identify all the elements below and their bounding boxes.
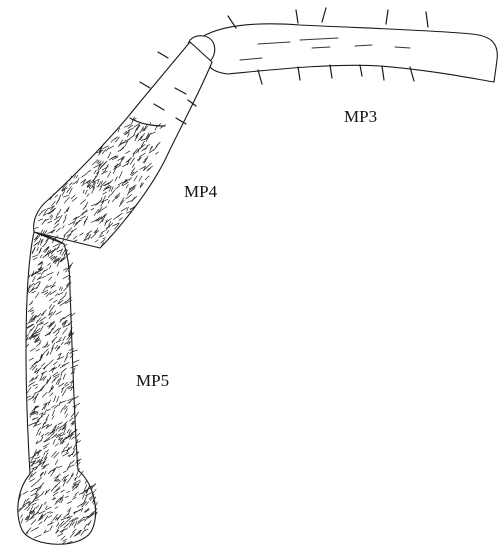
label-mp3: MP3 bbox=[344, 107, 377, 126]
segment-mp5-outline bbox=[18, 232, 96, 544]
segment-mp3 bbox=[200, 8, 497, 84]
segment-mp4-outline bbox=[34, 42, 212, 248]
label-mp5: MP5 bbox=[136, 371, 169, 390]
segment-mp5 bbox=[18, 230, 98, 544]
segment-mp3-outline bbox=[200, 24, 497, 82]
segment-mp4 bbox=[34, 42, 212, 248]
label-mp4: MP4 bbox=[184, 182, 218, 201]
seta-hair bbox=[72, 360, 79, 363]
